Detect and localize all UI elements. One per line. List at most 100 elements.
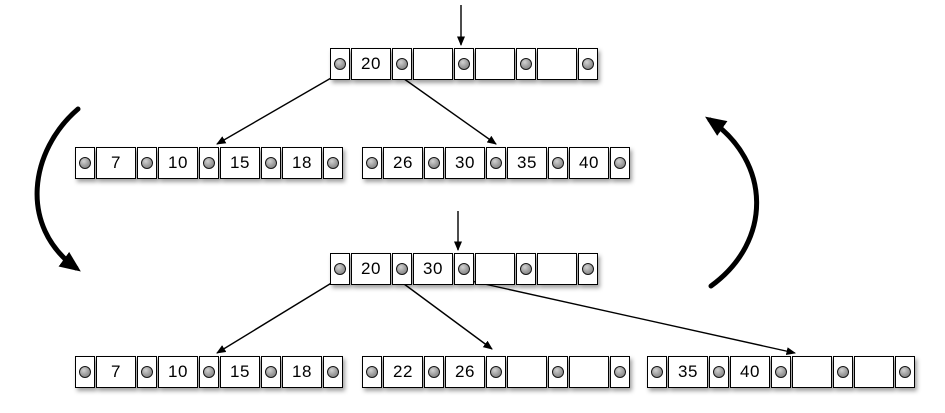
key-cell	[854, 356, 894, 388]
key-cell	[413, 48, 453, 80]
after-root-to-middle-child	[399, 280, 493, 350]
key-cell: 20	[351, 48, 391, 80]
pointer-dot-icon	[520, 58, 532, 70]
node-link-arrows	[216, 5, 796, 356]
pointer-cell	[392, 48, 412, 80]
pointer-dot-icon	[141, 366, 153, 378]
pointer-cell	[261, 147, 281, 179]
pointer-dot-icon	[141, 157, 153, 169]
pointer-dot-icon	[327, 366, 339, 378]
pointer-dot-icon	[614, 157, 626, 169]
pointer-dot-icon	[651, 366, 663, 378]
pointer-cell	[610, 356, 630, 388]
pointer-dot-icon	[396, 263, 408, 275]
key-cell: 35	[507, 147, 547, 179]
btree-node-before-root: 20	[330, 48, 598, 80]
btree-node-after-child-middle: 22 26	[362, 356, 630, 388]
key-cell: 7	[96, 147, 136, 179]
key-cell: 10	[158, 356, 198, 388]
key-cell: 10	[158, 147, 198, 179]
key-cell: 20	[351, 253, 391, 285]
pointer-cell	[199, 147, 219, 179]
pointer-dot-icon	[79, 366, 91, 378]
pointer-cell	[261, 356, 281, 388]
before-root-to-right-child	[399, 75, 497, 145]
after-root-to-left-child	[216, 278, 339, 354]
key-cell	[792, 356, 832, 388]
pointer-dot-icon	[458, 263, 470, 275]
pointer-cell	[516, 48, 536, 80]
pointer-dot-icon	[334, 263, 346, 275]
pointer-dot-icon	[265, 366, 277, 378]
pointer-cell	[330, 253, 350, 285]
pointer-cell	[424, 147, 444, 179]
pointer-dot-icon	[327, 157, 339, 169]
key-cell: 40	[569, 147, 609, 179]
pointer-cell	[362, 356, 382, 388]
pointer-cell	[895, 356, 915, 388]
pointer-dot-icon	[366, 366, 378, 378]
pointer-dot-icon	[490, 366, 502, 378]
cycle-arrow-left	[34, 106, 81, 272]
key-cell: 35	[668, 356, 708, 388]
key-cell	[475, 253, 515, 285]
btree-node-before-child-right: 26 30 35 40	[362, 147, 630, 179]
pointer-dot-icon	[79, 157, 91, 169]
pointer-cell	[486, 356, 506, 388]
key-cell	[537, 253, 577, 285]
key-cell: 22	[383, 356, 423, 388]
key-cell: 18	[282, 147, 322, 179]
pointer-cell	[548, 147, 568, 179]
pointer-cell	[578, 253, 598, 285]
pointer-dot-icon	[428, 157, 440, 169]
key-cell: 26	[445, 356, 485, 388]
pointer-cell	[454, 48, 474, 80]
pointer-cell	[137, 356, 157, 388]
pointer-dot-icon	[458, 58, 470, 70]
pointer-cell	[137, 147, 157, 179]
pointer-dot-icon	[265, 157, 277, 169]
pointer-cell	[548, 356, 568, 388]
pointer-cell	[647, 356, 667, 388]
pointer-dot-icon	[520, 263, 532, 275]
after-root-to-right-child	[461, 278, 796, 356]
key-cell	[569, 356, 609, 388]
pointer-cell	[75, 356, 95, 388]
pointer-dot-icon	[203, 366, 215, 378]
pointer-cell	[486, 147, 506, 179]
pointer-dot-icon	[428, 366, 440, 378]
key-cell: 15	[220, 356, 260, 388]
pointer-cell	[323, 356, 343, 388]
key-cell: 30	[413, 253, 453, 285]
key-cell	[507, 356, 547, 388]
key-cell: 15	[220, 147, 260, 179]
pointer-dot-icon	[899, 366, 911, 378]
pointer-dot-icon	[366, 157, 378, 169]
pointer-dot-icon	[837, 366, 849, 378]
pointer-cell	[199, 356, 219, 388]
pointer-dot-icon	[490, 157, 502, 169]
pointer-cell	[709, 356, 729, 388]
key-cell: 7	[96, 356, 136, 388]
pointer-dot-icon	[713, 366, 725, 378]
btree-node-after-child-left: 7 10 15 18	[75, 356, 343, 388]
pointer-dot-icon	[334, 58, 346, 70]
pointer-cell	[610, 147, 630, 179]
pointer-cell	[392, 253, 412, 285]
pointer-cell	[454, 253, 474, 285]
key-cell: 40	[730, 356, 770, 388]
pointer-dot-icon	[582, 58, 594, 70]
pointer-dot-icon	[203, 157, 215, 169]
key-cell: 18	[282, 356, 322, 388]
key-cell: 26	[383, 147, 423, 179]
pointer-cell	[323, 147, 343, 179]
pointer-dot-icon	[582, 263, 594, 275]
pointer-cell	[424, 356, 444, 388]
cycle-arrow-right	[705, 116, 760, 289]
pointer-dot-icon	[552, 157, 564, 169]
pointer-dot-icon	[775, 366, 787, 378]
pointer-cell	[516, 253, 536, 285]
key-cell: 30	[445, 147, 485, 179]
